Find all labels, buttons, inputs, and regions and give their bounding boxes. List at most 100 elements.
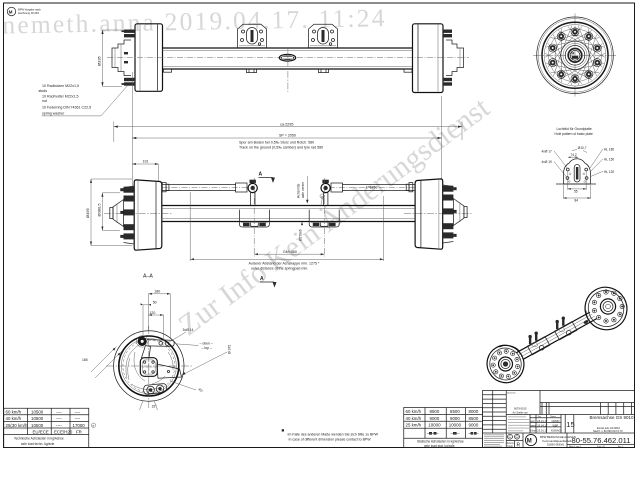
svg-text:Spur am Boden bei 0,5‰ Sturz u: Spur am Boden bei 0,5‰ Sturz und Rotch. …: [239, 140, 314, 144]
svg-text:a: a: [321, 195, 323, 199]
svg-text:R: R: [517, 442, 521, 448]
svg-text:L=1750: L=1750: [366, 185, 378, 189]
svg-text:Achsmitte: Achsmitte: [296, 183, 300, 198]
svg-text:Tag: Tag: [538, 416, 541, 418]
svg-text:9000: 9000: [469, 423, 479, 428]
svg-text:Track on the ground (0,5‰ camb: Track on the ground (0,5‰ camber) and ty…: [239, 146, 323, 150]
svg-text:– top –: – top –: [202, 346, 212, 350]
svg-text:25(30 km/h: 25(30 km/h: [6, 423, 29, 428]
svg-text:Zust. 02: Zust. 02: [597, 445, 606, 448]
svg-text:191: 191: [143, 160, 149, 164]
svg-text:60 km/h: 60 km/h: [6, 410, 22, 415]
svg-text:50: 50: [153, 301, 157, 305]
svg-text:5679-5015: 5679-5015: [514, 406, 527, 410]
svg-text:4xØ 17: 4xØ 17: [542, 149, 553, 153]
svg-text:10000: 10000: [428, 423, 441, 428]
svg-text:10 Federring DIN 74361 C22,5: 10 Federring DIN 74361 C22,5: [42, 106, 91, 110]
svg-text:55: 55: [574, 189, 578, 193]
svg-text:Komm: Komm: [507, 442, 514, 445]
svg-text:axle load techn. kg/axle: axle load techn. kg/axle: [21, 442, 55, 446]
svg-text:M: M: [527, 438, 532, 444]
svg-text:gez.: gez.: [531, 420, 536, 423]
svg-text:outer distance of the springpa: outer distance of the springpad min.: [251, 266, 308, 270]
svg-text:4xØ 19: 4xØ 19: [542, 160, 553, 164]
svg-text:----: ----: [75, 410, 81, 415]
svg-text:HL 150: HL 150: [604, 157, 614, 161]
svg-text:17000: 17000: [73, 423, 86, 428]
svg-text:axle load stat. kg/axle: axle load stat. kg/axle: [424, 444, 455, 448]
svg-text:3xØ 14: 3xØ 14: [183, 328, 194, 332]
svg-text:180: 180: [154, 290, 160, 294]
svg-text:----: ----: [75, 416, 81, 421]
svg-text:BPW BERGISCHE ACHSEN: BPW BERGISCHE ACHSEN: [540, 435, 576, 439]
svg-text:120: 120: [149, 311, 155, 315]
svg-text:80-55.76.462.011: 80-55.76.462.011: [572, 436, 631, 445]
svg-text:Ø278x6: Ø278x6: [299, 229, 303, 241]
svg-text:26.01.17: 26.01.17: [537, 419, 548, 423]
svg-text:----: ----: [56, 410, 62, 415]
svg-text:Zeichnung 00.293: Zeichnung 00.293: [18, 11, 39, 15]
svg-text:GRMN: GRMN: [552, 419, 560, 423]
svg-text:gepr.: gepr.: [531, 423, 537, 427]
svg-text:10 Radbolzen M22x1,5: 10 Radbolzen M22x1,5: [42, 84, 79, 88]
svg-text:Bremsachse GS 9010: Bremsachse GS 9010: [590, 415, 635, 420]
svg-text:84: 84: [575, 199, 579, 203]
svg-text:60 km/h: 60 km/h: [406, 409, 422, 414]
svg-text:C: C: [509, 435, 512, 439]
svg-text:WBF: WBF: [553, 423, 559, 427]
svg-text:Im Falle des anderen Maße wend: Im Falle des anderen Maße wenden Sie sic…: [288, 433, 379, 437]
svg-text:10500: 10500: [31, 416, 44, 421]
svg-text:M: M: [571, 52, 574, 56]
svg-text:Ø456: Ø456: [85, 207, 90, 218]
svg-text:10000: 10000: [449, 423, 462, 428]
svg-text:– oben –: – oben –: [200, 342, 213, 346]
svg-text:Name: Name: [551, 416, 557, 418]
svg-text:KiSNAG: KiSNAG: [551, 428, 561, 432]
svg-text:Ø335: Ø335: [97, 55, 102, 66]
svg-text:A: A: [260, 276, 264, 282]
svg-text:Ers. f.: Ers. f.: [618, 445, 624, 448]
svg-text:10500: 10500: [31, 423, 44, 428]
svg-text:Norm: Norm: [531, 428, 537, 432]
svg-text:studs: studs: [39, 89, 48, 93]
svg-text:Gezeichn.: Gezeichn.: [507, 393, 516, 395]
svg-text:10500: 10500: [31, 410, 44, 415]
svg-text:Hole pattern of basic plate: Hole pattern of basic plate: [555, 132, 593, 136]
svg-text:9000: 9000: [430, 416, 440, 421]
svg-text:40 km/h: 40 km/h: [406, 416, 422, 421]
svg-text:Blatt 1 von 1: Blatt 1 von 1: [569, 445, 582, 448]
svg-text:Statische Achslasten in kg/Ach: Statische Achslasten in kg/Achse: [417, 440, 464, 444]
svg-text:FR: FR: [76, 429, 82, 434]
svg-text:In case of different dimension: In case of different dimension please co…: [289, 437, 372, 441]
svg-text:----: ----: [56, 416, 62, 421]
svg-text:A–A: A–A: [143, 274, 153, 280]
svg-text:ca.2295: ca.2295: [280, 122, 294, 126]
svg-text:ECE/H20: ECE/H20: [54, 429, 73, 434]
svg-text:8500: 8500: [430, 409, 440, 414]
svg-text:Kontr: Kontr: [507, 445, 513, 448]
svg-text:axle center: axle center: [301, 181, 305, 198]
svg-text:8000: 8000: [469, 409, 479, 414]
svg-text:Lochbild für Grundplatte: Lochbild für Grundplatte: [557, 127, 592, 131]
svg-text:spring washer: spring washer: [42, 111, 65, 115]
svg-text:9000: 9000: [450, 416, 460, 421]
svg-text:An Stelle von: An Stelle von: [513, 411, 529, 415]
svg-text:23.01.17: 23.01.17: [537, 428, 548, 432]
svg-text:Technische Achslasten in kg/Ac: Technische Achslasten in kg/Achse: [14, 436, 64, 440]
svg-text:M: M: [9, 9, 13, 14]
svg-text:SP = 2050: SP = 2050: [279, 134, 296, 138]
svg-text:EU/ECE: EU/ECE: [33, 429, 49, 434]
svg-text:Außerer Abstand der Achskappe: Außerer Abstand der Achskappe min. 1275 …: [249, 262, 321, 266]
svg-text:Ø380,5: Ø380,5: [97, 203, 102, 217]
svg-text:74,2: 74,2: [571, 153, 577, 157]
svg-text:25 km/h: 25 km/h: [406, 423, 422, 428]
svg-text:a: a: [92, 424, 94, 428]
svg-text:nut: nut: [42, 99, 47, 103]
svg-text:Ø 372: Ø 372: [228, 345, 232, 354]
svg-text:15°: 15°: [152, 405, 158, 409]
svg-text:15: 15: [566, 420, 574, 429]
svg-text:Einzel ads GS 9010: Einzel ads GS 9010: [597, 426, 620, 430]
svg-text:GM=460: GM=460: [283, 250, 297, 254]
svg-text:Ø10,7: Ø10,7: [578, 146, 587, 150]
svg-text:Kommanditgesellschaft: Kommanditgesellschaft: [543, 439, 572, 443]
